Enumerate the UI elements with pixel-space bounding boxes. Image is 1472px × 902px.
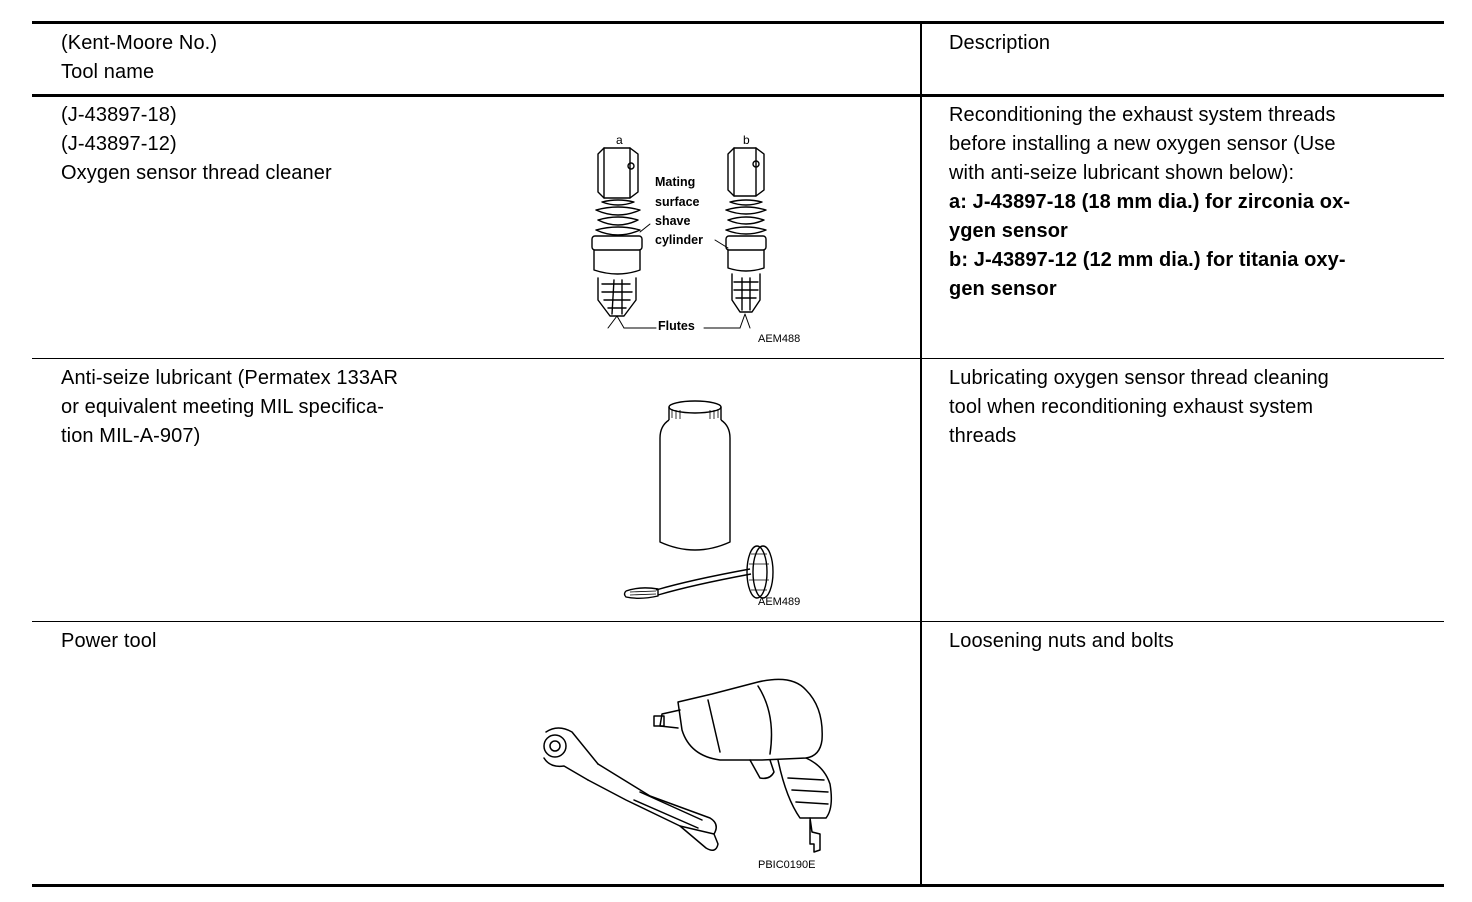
row-divider-1 [32, 358, 1444, 359]
label-b: b [743, 133, 750, 147]
description-bold-line: gen sensor [949, 278, 1057, 300]
ratchet-wrench [543, 727, 719, 851]
thread-cleaner-a [591, 147, 643, 317]
impact-wrench [653, 678, 833, 853]
thread-cleaner-figure: a b Mating surface shave cylinder Flutes… [591, 133, 800, 345]
description-line: with anti-seize lubricant shown below): [949, 162, 1295, 184]
lubricant-bottle [659, 400, 731, 551]
description-bold-line: ygen sensor [949, 220, 1068, 242]
callout-shave: shave [655, 214, 690, 228]
figure-code: AEM488 [758, 333, 800, 345]
row-3-tool: Power tool [61, 627, 157, 656]
lubricant-brush [623, 545, 774, 599]
figure-code: PBIC0190E [758, 859, 815, 871]
lubricant-figure: AEM489 [623, 400, 800, 608]
description-bold-line: a: J-43897-18 (18 mm dia.) for zirconia … [949, 191, 1351, 213]
row-1-description: Reconditioning the exhaust system thread… [949, 101, 1350, 304]
description-line: Lubricating oxygen sensor thread cleanin… [949, 367, 1329, 389]
header-description-column: Description [949, 29, 1050, 58]
description-line: Loosening nuts and bolts [949, 630, 1174, 652]
header-tool-name: Tool name [61, 61, 155, 83]
description-line: Reconditioning the exhaust system thread… [949, 104, 1336, 126]
table-bottom-rule [32, 884, 1444, 887]
tool-name: Oxygen sensor thread cleaner [61, 162, 332, 184]
row-3-description: Loosening nuts and bolts [949, 627, 1174, 656]
callout-flutes: Flutes [658, 319, 695, 333]
figure-code: AEM489 [758, 596, 800, 608]
callout-mating: Mating [655, 175, 695, 189]
callout-cylinder: cylinder [655, 233, 703, 247]
row-divider-2 [32, 621, 1444, 622]
tool-name: Power tool [61, 630, 157, 652]
header-kent-moore: (Kent-Moore No.) [61, 32, 218, 54]
callout-surface: surface [655, 195, 700, 209]
tool-name: Anti-seize lubricant (Permatex 133AR [61, 367, 399, 389]
power-tool-figure: PBIC0190E [543, 678, 833, 871]
thread-cleaner-b [725, 147, 767, 313]
label-a: a [616, 133, 623, 147]
column-divider [920, 22, 922, 885]
table-top-rule [32, 21, 1444, 24]
header-description: Description [949, 32, 1051, 54]
description-line: threads [949, 425, 1017, 447]
description-line: tool when reconditioning exhaust system [949, 396, 1314, 418]
tool-number-12: (J-43897-12) [61, 133, 177, 155]
header-bottom-rule [32, 94, 1444, 97]
description-line: before installing a new oxygen sensor (U… [949, 133, 1336, 155]
tool-name: tion MIL-A-907) [61, 425, 201, 447]
row-2-description: Lubricating oxygen sensor thread cleanin… [949, 364, 1329, 451]
tool-name: or equivalent meeting MIL specifica- [61, 396, 385, 418]
header-tool-column: (Kent-Moore No.) Tool name [61, 29, 217, 87]
description-bold-line: b: J-43897-12 (12 mm dia.) for titania o… [949, 249, 1346, 271]
row-1-tool: (J-43897-18) (J-43897-12) Oxygen sensor … [61, 101, 332, 188]
tool-number-18: (J-43897-18) [61, 104, 177, 126]
row-2-tool: Anti-seize lubricant (Permatex 133AR or … [61, 364, 398, 451]
